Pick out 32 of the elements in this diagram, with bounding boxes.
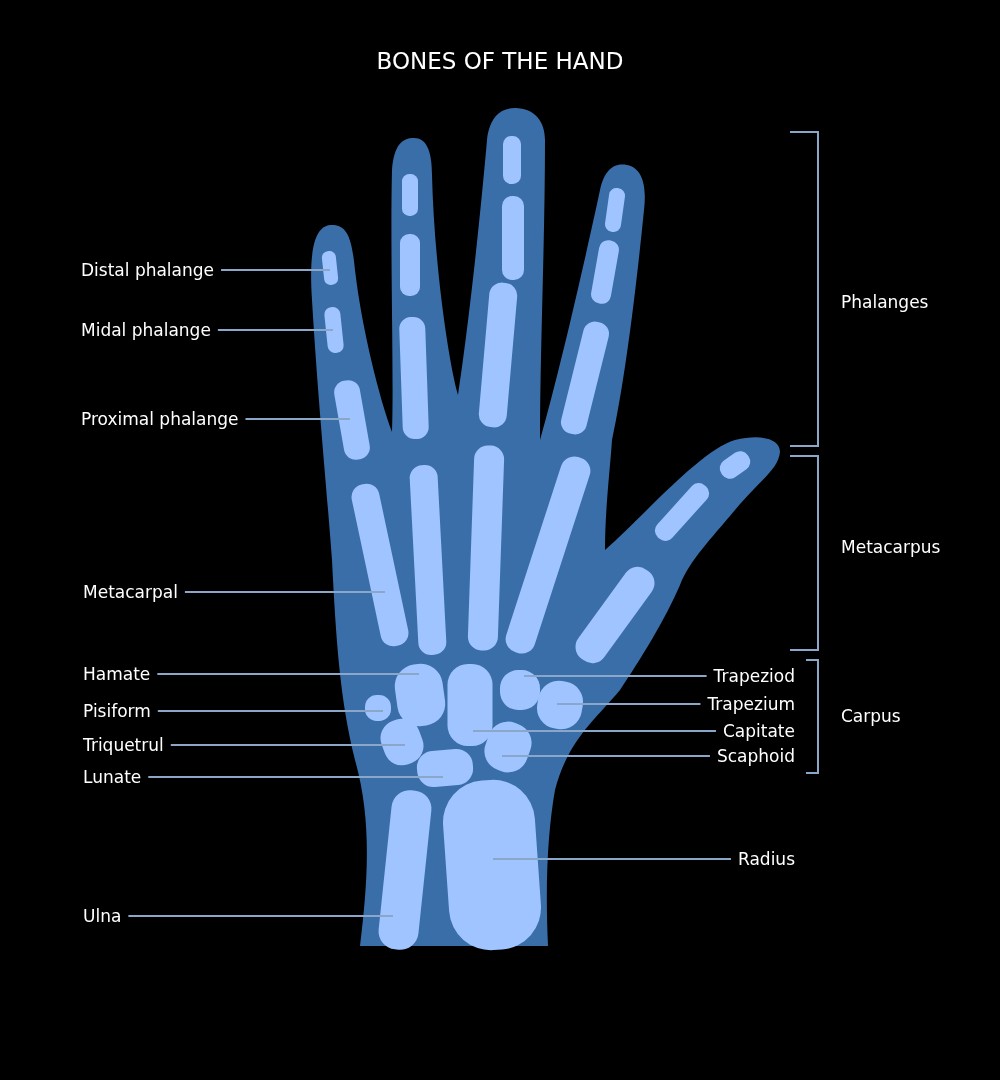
bone-label: Trapeziod: [706, 665, 802, 687]
leader-line: [501, 755, 711, 757]
leader-line: [147, 776, 444, 778]
leader-line: [169, 744, 406, 746]
bone-label: Radius: [731, 848, 802, 870]
bone-label: Metacarpal: [76, 581, 185, 603]
leader-line: [492, 858, 732, 860]
bone-label: Capitate: [716, 720, 802, 742]
bone-label: Pisiform: [76, 700, 158, 722]
bone-label: Triquetrul: [76, 734, 171, 756]
bone-label: Trapezium: [700, 693, 802, 715]
leader-line: [556, 703, 702, 705]
bone-label: Distal phalange: [74, 259, 222, 281]
leader-line: [183, 591, 386, 593]
leader-line: [216, 329, 334, 331]
group-label: Carpus: [841, 705, 901, 727]
leader-line: [523, 675, 708, 677]
leader-line: [472, 730, 717, 732]
bone-label: Lunate: [76, 766, 149, 788]
leader-line: [127, 915, 394, 917]
group-label: Phalanges: [841, 291, 929, 313]
title: BONES OF THE HAND: [375, 48, 625, 74]
leader-line: [156, 710, 384, 712]
group-label: Metacarpus: [841, 536, 941, 558]
bone-label: Proximal phalange: [74, 408, 246, 430]
bone-label: Ulna: [76, 905, 129, 927]
leader-line: [244, 418, 351, 420]
bone-label: Scaphoid: [709, 745, 802, 767]
bone-label: Midal phalange: [74, 319, 218, 341]
leader-line: [156, 673, 420, 675]
bone-label: Hamate: [76, 663, 158, 685]
leader-line: [220, 269, 331, 271]
